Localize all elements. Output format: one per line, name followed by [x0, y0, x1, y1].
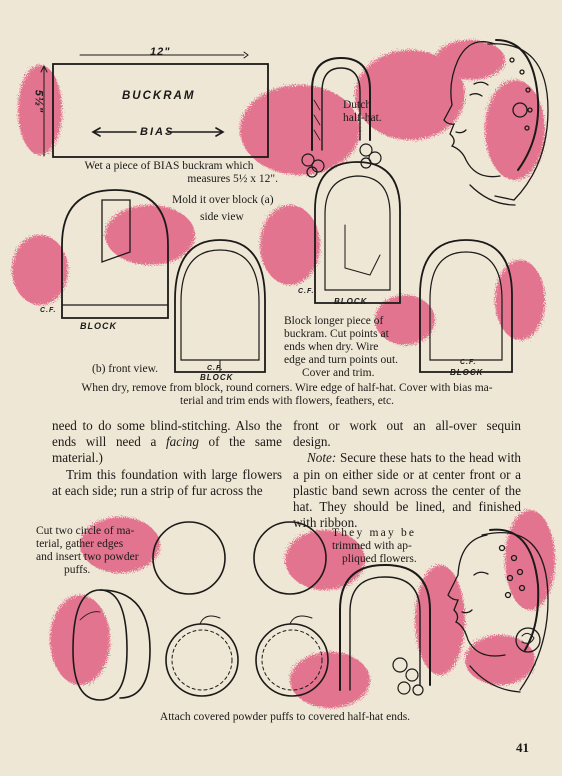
cf-label-1: C.F. [40, 307, 57, 314]
caption-when-dry: When dry, remove from block, round corne… [52, 382, 522, 408]
caption-when-dry-line-1: When dry, remove from block, round corne… [81, 382, 493, 394]
dutch-label-line-2: half-hat. [343, 112, 382, 124]
body-left-p1: need to do some blind-stitching. Also th… [52, 418, 282, 466]
cf-label-2: C.F. [207, 365, 224, 372]
caption-cut-two-line-2: terial, gather edges [36, 538, 124, 550]
caption-wet-bias-line-1: Wet a piece of BIAS buckram which [84, 160, 254, 172]
body-right-p2: Note: Secure these hats to the head with… [293, 450, 521, 531]
caption-when-dry-line-2: terial and trim ends with flowers, feath… [180, 395, 394, 407]
body-right-p1: front or work out an all-over sequin des… [293, 418, 521, 450]
caption-block-longer-line-4: edge and turn points out. [284, 354, 399, 366]
width-mark: 12" [150, 46, 171, 58]
caption-cut-two-line-1: Cut two circle of ma- [36, 525, 135, 537]
pink-splatter [12, 40, 555, 708]
caption-block-longer: Block longer piece of buckram. Cut point… [284, 315, 409, 380]
note-text: Secure these hats to the head with a pin… [293, 450, 521, 531]
block-label-2: BLOCK [200, 373, 234, 382]
caption-trim-line-2: trimmed with ap- [332, 540, 412, 552]
cf-label-3: C.F. [298, 288, 315, 295]
body-left-p2: Trim this foundation with large flowers … [52, 466, 282, 498]
cf-label-4: C.F. [460, 359, 477, 366]
buckram-rect [52, 63, 269, 158]
caption-attach: Attach covered powder puffs to covered h… [159, 711, 411, 723]
caption-wet-bias: Wet a piece of BIAS buckram which measur… [60, 160, 278, 186]
buckram-label: BUCKRAM [122, 90, 196, 102]
dutch-half-hat-label: Dutch half-hat. [343, 99, 383, 125]
caption-block-longer-line-1: Block longer piece of [284, 315, 384, 327]
height-mark: 5½" [32, 89, 45, 114]
block-label-4: BLOCK [450, 368, 484, 377]
caption-mold-line-2: side view [200, 211, 244, 223]
dutch-label-line-1: Dutch [343, 99, 372, 111]
caption-trim-line-3: pliqued flowers. [342, 553, 417, 565]
block-label-3: BLOCK [334, 297, 368, 306]
note-label: Note: [307, 450, 337, 466]
caption-block-longer-line-3: ends when dry. Wire [284, 341, 379, 353]
caption-cut-two: Cut two circle of ma- terial, gather edg… [36, 525, 148, 577]
caption-wet-bias-line-2: measures 5½ x 12". [187, 173, 278, 185]
caption-front-view: (b) front view. [92, 363, 158, 375]
body-column-right: front or work out an all-over sequin des… [293, 418, 521, 531]
bias-label: BIAS [140, 126, 175, 138]
caption-trim-line-1: They may be [332, 527, 417, 539]
page-number: 41 [516, 740, 529, 755]
body-column-left: need to do some blind-stitching. Also th… [52, 418, 282, 499]
caption-cut-two-line-4: puffs. [64, 564, 91, 576]
caption-mold-line-1: Mold it over block (a) [172, 194, 274, 206]
caption-may-be-trimmed: They may be trimmed with ap- pliqued flo… [332, 527, 432, 566]
block-label-1: BLOCK [80, 321, 117, 331]
caption-block-longer-line-2: buckram. Cut points at [284, 328, 389, 340]
caption-cut-two-line-3: and insert two powder [36, 551, 139, 563]
caption-mold-over: Mold it over block (a) side view [172, 194, 302, 224]
caption-block-longer-line-5: Cover and trim. [302, 367, 375, 379]
